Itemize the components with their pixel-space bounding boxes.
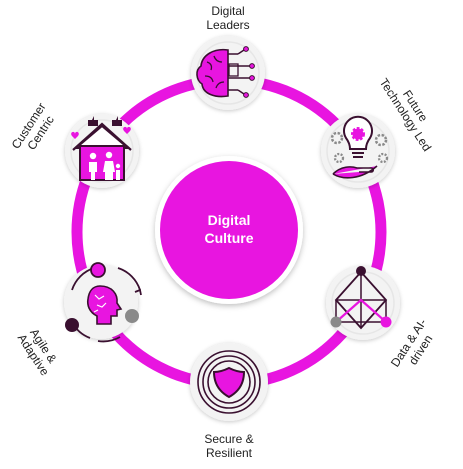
- label-secure-line2: Resilient: [206, 446, 253, 460]
- node-agile-adaptive: Agile & Adaptive: [15, 262, 142, 378]
- label-digital-leaders-line1: Digital: [211, 4, 244, 18]
- label-secure-line1: Secure &: [204, 432, 253, 446]
- head-cycle-icon: [65, 262, 142, 343]
- node-digital-leaders: Digital Leaders: [191, 4, 265, 110]
- center-node: Digital Culture: [155, 156, 303, 304]
- brain-circuit-icon: [196, 46, 255, 98]
- node-future-technology-led: Future Technology Led: [321, 76, 434, 188]
- center-title-line2: Culture: [205, 230, 254, 246]
- node-customer-centric: Customer Centric: [9, 100, 139, 188]
- family-house-icon: [71, 116, 132, 181]
- shield-icon: [197, 350, 261, 414]
- lightbulb-gears-icon: [330, 115, 389, 179]
- node-secure-resilient: Secure & Resilient: [190, 343, 268, 460]
- center-title-line1: Digital: [208, 212, 251, 228]
- network-cube-icon: [330, 266, 392, 330]
- node-data-ai-driven: Data & AI- driven: [326, 266, 435, 370]
- label-digital-leaders-line2: Leaders: [206, 18, 249, 32]
